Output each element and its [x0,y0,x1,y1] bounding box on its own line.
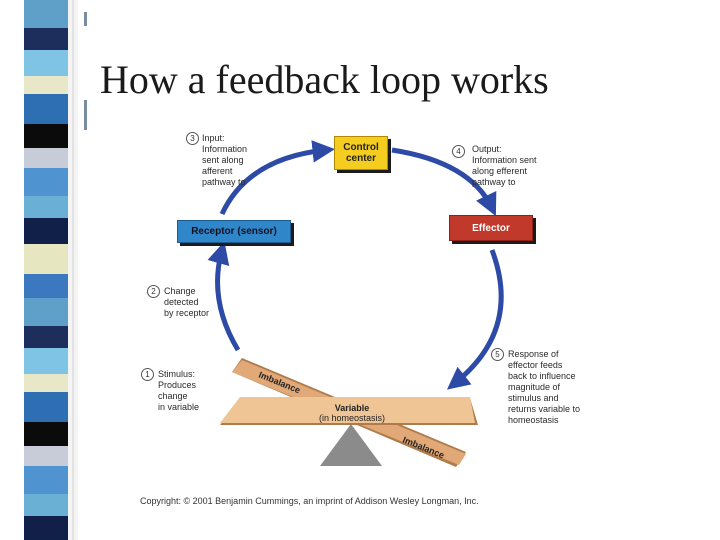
step-2-line: Change [164,286,196,296]
strip-block [24,274,68,298]
strip-block [24,516,68,540]
strip-block [24,374,68,392]
step-1-number: 1 [141,368,154,381]
step-4-line: along efferent [472,166,527,176]
step-1-line: in variable [158,402,200,412]
copyright-notice: Copyright: © 2001 Benjamin Cummings, an … [140,496,479,506]
strip-block [24,422,68,446]
step-2-number: 2 [147,285,160,298]
strip-block [24,494,68,516]
strip-block [24,196,68,218]
strip-block [24,392,68,422]
strip-block [24,124,68,148]
title-accent-top [84,12,87,26]
strip-block [24,466,68,494]
strip-block [24,446,68,466]
step-3-line: Information [202,144,248,154]
strip-block [24,218,68,244]
effector-label: Effector [472,222,510,234]
strip-block [24,168,68,196]
strip-block [24,0,68,28]
receptor-label: Receptor (sensor) [191,226,277,237]
step-3-number: 3 [186,132,199,145]
step-5-line: returns variable to [508,404,581,414]
slide-title: How a feedback loop works [100,57,549,102]
step-4-line: pathway to [472,177,516,187]
step-4-text: Output: Information sent along efferent … [472,144,537,188]
title-accent-bottom [84,100,87,130]
step-3-line: afferent [202,166,233,176]
arrow-variable-to-receptor [207,241,241,352]
step-5-line: effector feeds [508,360,563,370]
step-1-text: Stimulus: Produces change in variable [158,369,199,413]
step-1-line: change [158,391,188,401]
step-2-text: Change detected by receptor [164,286,209,319]
strip-edge-line [72,0,74,540]
step-3-line: sent along [202,155,244,165]
step-1-line: Stimulus: [158,369,196,379]
step-3-line: Input: [202,133,225,143]
step-5-number: 5 [491,348,504,361]
decorative-strip [24,0,68,540]
step-5-line: Response of [508,349,559,359]
step-5-line: back to influence [508,371,576,381]
step-5-line: homeostasis [508,415,559,425]
step-1-line: Produces [158,380,197,390]
step-4-line: Output: [472,144,502,154]
receptor-box: Receptor (sensor) [177,220,291,243]
arrow-effector-to-variable [446,249,504,390]
step-5-text: Response of effector feeds back to influ… [508,349,580,426]
control-center-box: Control center [334,136,388,170]
step-3-line: pathway to [202,177,246,187]
strip-block [24,348,68,374]
step-4-number: 4 [452,145,465,158]
arrow-receptor-to-control [219,140,335,216]
effector-box: Effector [449,215,533,241]
variable-sublabel: (in homeostasis) [319,413,385,423]
arrow-control-to-effector [391,147,497,217]
variable-label: Variable [335,403,370,413]
strip-block [24,28,68,50]
strip-block [24,148,68,168]
step-3-text: Input: Information sent along afferent p… [202,133,247,188]
step-4-line: Information sent [472,155,537,165]
step-5-line: stimulus and [508,393,559,403]
strip-block [24,298,68,326]
strip-block [24,244,68,274]
step-2-line: detected [164,297,199,307]
control-center-line2: center [345,153,376,164]
step-2-line: by receptor [164,308,210,318]
strip-block [24,50,68,76]
control-center-line1: Control [343,142,379,153]
balance-board-level [220,397,475,423]
strip-block [24,326,68,348]
balance-fulcrum [320,424,382,466]
step-5-line: magnitude of [508,382,561,392]
strip-block [24,94,68,124]
strip-block [24,76,68,94]
